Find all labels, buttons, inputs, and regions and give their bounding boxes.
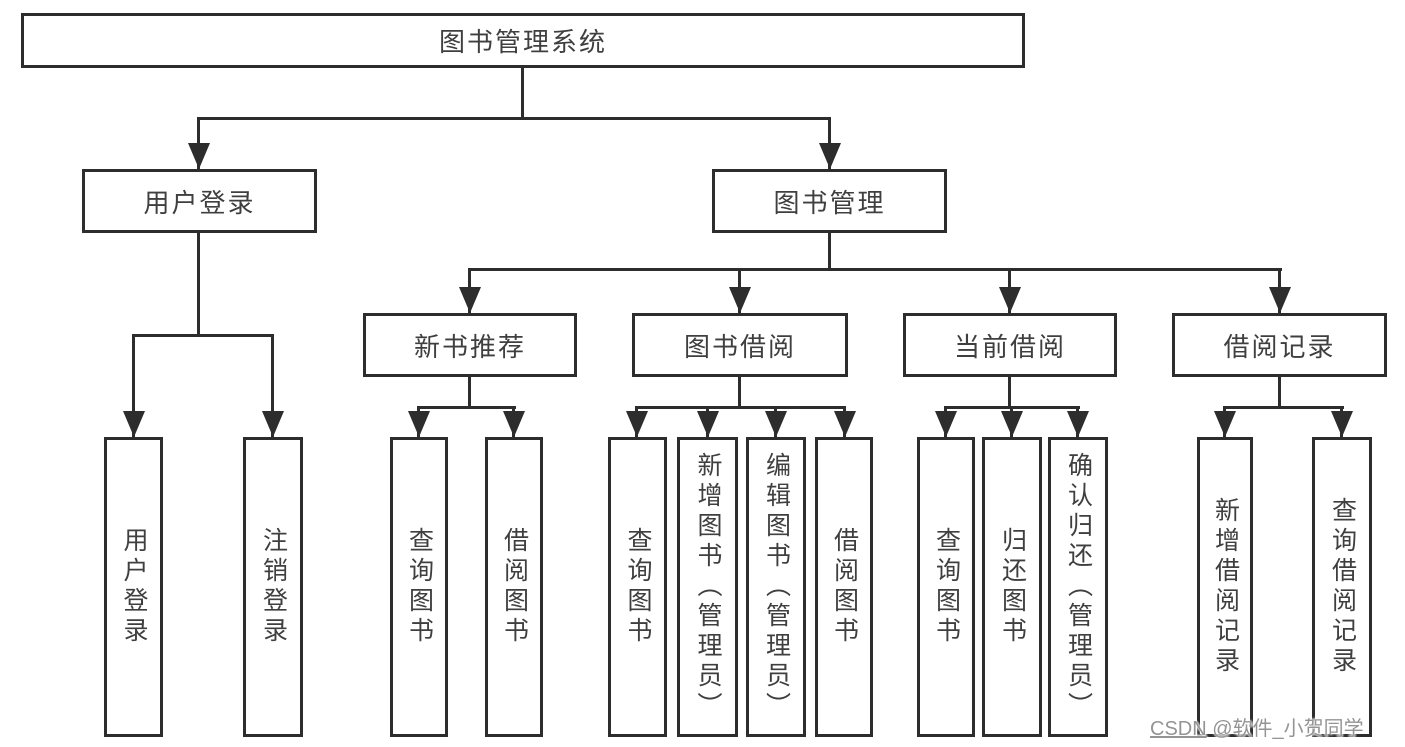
connector-borrowing-branch bbox=[635, 406, 846, 409]
node-book-borrowing-label: 图书借阅 bbox=[683, 331, 796, 362]
connector-bookmgmt-trunk bbox=[828, 233, 831, 271]
node-current-borrowing: 当前借阅 bbox=[903, 313, 1117, 377]
connector-userlogin-branch bbox=[132, 334, 274, 337]
watermark-csdn-text: CSDN bbox=[1150, 718, 1207, 740]
arrowhead-cur-confirm bbox=[1067, 411, 1089, 437]
leaf-recommend-query-books: 查询图书 bbox=[390, 437, 448, 737]
leaf-borrowing-query-books-label: 查询图书 bbox=[624, 527, 652, 647]
arrowhead-leaf-logout bbox=[262, 411, 284, 437]
node-library-system: 图书管理系统 bbox=[21, 13, 1025, 68]
connector-current-trunk bbox=[1008, 377, 1011, 409]
node-new-book-recommend-label: 新书推荐 bbox=[413, 331, 526, 362]
arrowhead-book-management bbox=[819, 143, 841, 169]
connector-to-leaf-user-login bbox=[132, 334, 135, 437]
node-book-management: 图书管理 bbox=[712, 169, 947, 233]
leaf-logout: 注销登录 bbox=[243, 437, 303, 737]
leaf-current-return-books: 归还图书 bbox=[982, 437, 1042, 737]
arrowhead-leaf-user-login bbox=[123, 411, 145, 437]
leaf-user-login: 用户登录 bbox=[104, 437, 163, 737]
leaf-current-confirm-return-admin: 确认归还（管理员） bbox=[1048, 437, 1108, 737]
arrowhead-bor-query bbox=[626, 411, 648, 437]
watermark-handle-text: @软件_小贺同学 bbox=[1206, 718, 1364, 740]
arrowhead-rcd-query bbox=[1331, 411, 1353, 437]
leaf-logout-label: 注销登录 bbox=[259, 527, 288, 647]
node-new-book-recommend: 新书推荐 bbox=[363, 313, 577, 377]
arrowhead-bor-borrow bbox=[834, 411, 856, 437]
leaf-records-add-record: 新增借阅记录 bbox=[1197, 437, 1253, 737]
watermark: CSDN @软件_小贺同学 bbox=[1150, 712, 1364, 741]
node-borrowing-records: 借阅记录 bbox=[1172, 313, 1387, 377]
leaf-current-query-books: 查询图书 bbox=[917, 437, 975, 737]
node-library-system-label: 图书管理系统 bbox=[438, 27, 607, 57]
connector-recommend-branch bbox=[417, 406, 516, 409]
leaf-borrowing-edit-books-admin-label: 编辑图书（管理员） bbox=[762, 452, 791, 722]
arrowhead-new-book-recommend bbox=[459, 287, 481, 313]
connector-bookmgmt-branch bbox=[468, 268, 1282, 271]
connector-records-trunk bbox=[1278, 377, 1281, 409]
arrowhead-rec-borrow bbox=[503, 411, 525, 437]
leaf-user-login-label: 用户登录 bbox=[120, 527, 148, 647]
leaf-borrowing-borrow-books-label: 借阅图书 bbox=[830, 527, 859, 647]
arrowhead-rec-query bbox=[408, 411, 430, 437]
connector-borrowing-trunk bbox=[738, 377, 741, 409]
node-user-login-label: 用户登录 bbox=[143, 187, 256, 218]
leaf-records-query-record-label: 查询借阅记录 bbox=[1328, 497, 1357, 677]
connector-root-trunk bbox=[521, 68, 524, 119]
connector-recommend-trunk bbox=[468, 376, 471, 409]
node-book-borrowing: 图书借阅 bbox=[632, 313, 848, 377]
leaf-recommend-query-books-label: 查询图书 bbox=[405, 527, 434, 647]
connector-root-branch bbox=[197, 117, 831, 120]
arrowhead-bor-edit bbox=[765, 411, 787, 437]
node-current-borrowing-label: 当前借阅 bbox=[953, 331, 1066, 362]
leaf-borrowing-add-books-admin-label: 新增图书（管理员） bbox=[694, 452, 722, 722]
leaf-records-query-record: 查询借阅记录 bbox=[1312, 437, 1372, 737]
leaf-borrowing-borrow-books: 借阅图书 bbox=[815, 437, 873, 737]
connector-userlogin-trunk bbox=[197, 232, 200, 337]
arrowhead-current-borrowing bbox=[999, 287, 1021, 313]
arrowhead-bor-add bbox=[697, 411, 719, 437]
arrowhead-user-login bbox=[188, 143, 210, 169]
arrowhead-cur-return bbox=[1001, 411, 1023, 437]
arrowhead-rcd-add bbox=[1214, 411, 1236, 437]
arrowhead-borrowing-records bbox=[1269, 287, 1291, 313]
connector-to-leaf-logout bbox=[271, 334, 274, 437]
connector-records-branch bbox=[1223, 406, 1344, 409]
leaf-recommend-borrow-books-label: 借阅图书 bbox=[500, 527, 529, 647]
leaf-recommend-borrow-books: 借阅图书 bbox=[485, 437, 543, 737]
node-book-management-label: 图书管理 bbox=[773, 187, 886, 218]
leaf-borrowing-edit-books-admin: 编辑图书（管理员） bbox=[746, 437, 806, 737]
leaf-current-query-books-label: 查询图书 bbox=[932, 527, 961, 647]
leaf-borrowing-add-books-admin: 新增图书（管理员） bbox=[677, 437, 738, 737]
leaf-records-add-record-label: 新增借阅记录 bbox=[1211, 497, 1240, 677]
node-borrowing-records-label: 借阅记录 bbox=[1223, 331, 1336, 362]
leaf-borrowing-query-books: 查询图书 bbox=[608, 437, 667, 737]
leaf-current-confirm-return-admin-label: 确认归还（管理员） bbox=[1064, 452, 1093, 722]
leaf-current-return-books-label: 归还图书 bbox=[998, 527, 1027, 647]
arrowhead-cur-query bbox=[935, 411, 957, 437]
arrowhead-book-borrowing bbox=[729, 287, 751, 313]
node-user-login: 用户登录 bbox=[82, 169, 317, 233]
